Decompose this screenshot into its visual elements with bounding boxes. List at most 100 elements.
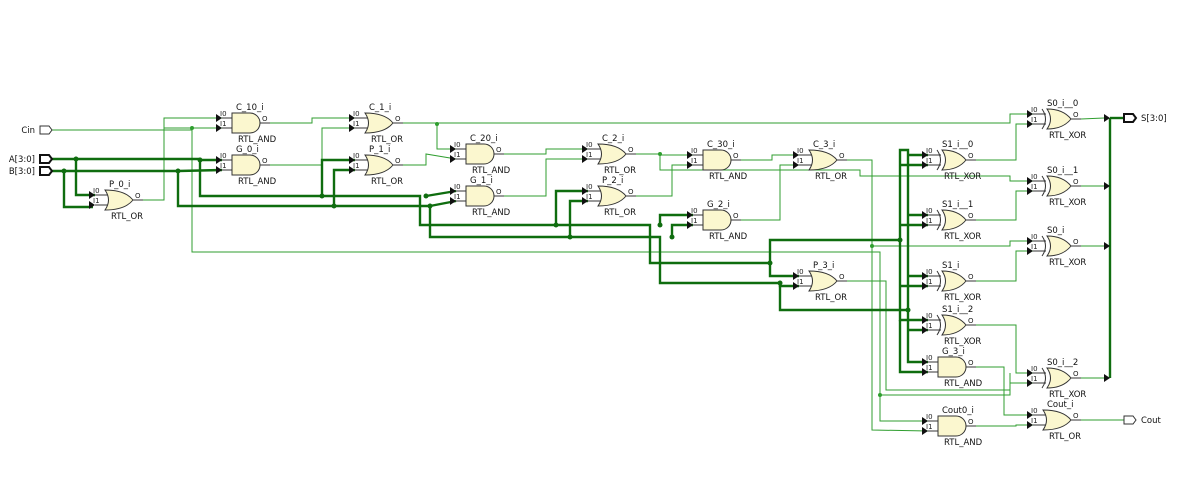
pin-arrow-icon bbox=[450, 155, 456, 163]
wire-net bbox=[741, 154, 799, 161]
xor-gate-body bbox=[941, 270, 967, 292]
pin-label-o: O bbox=[1073, 111, 1079, 119]
xor-input-arc bbox=[936, 270, 941, 292]
net-junction bbox=[658, 152, 662, 156]
pin-arrow-icon bbox=[1027, 379, 1033, 387]
gate-instance-name: G_0_i bbox=[236, 145, 259, 155]
net-junction bbox=[567, 234, 573, 240]
xor-input-arc bbox=[1041, 367, 1046, 389]
pin-arrow-icon bbox=[922, 282, 928, 290]
pin-label-i1: I1 bbox=[1031, 417, 1038, 425]
pin-arrow-icon bbox=[793, 151, 799, 159]
pin-label-i1: I1 bbox=[1031, 243, 1038, 251]
pin-arrow-icon bbox=[922, 272, 928, 280]
gate-type-label: RTL_OR bbox=[1049, 432, 1081, 442]
gate-type-label: RTL_AND bbox=[709, 172, 748, 182]
pin-label-i0: I0 bbox=[220, 152, 227, 160]
gate-type-label: RTL_AND bbox=[944, 438, 983, 448]
wire-net bbox=[976, 190, 1033, 221]
pin-label-i0: I0 bbox=[797, 268, 804, 276]
pin-label-i1: I1 bbox=[797, 278, 804, 286]
port-cin[interactable]: Cin bbox=[21, 125, 53, 136]
port-label: B[3:0] bbox=[9, 167, 35, 177]
pin-label-i0: I0 bbox=[926, 207, 933, 215]
gate-instance-name: P_2_i bbox=[602, 176, 623, 186]
pin-label-i0: I0 bbox=[926, 354, 933, 362]
pin-label-i0: I0 bbox=[1031, 106, 1038, 114]
gate-type-label: RTL_XOR bbox=[944, 232, 981, 242]
pin-label-i0: I0 bbox=[454, 141, 461, 149]
pin-label-i0: I0 bbox=[797, 147, 804, 155]
bus-net bbox=[74, 159, 95, 197]
pin-arrow-icon bbox=[922, 151, 928, 159]
pin-label-i1: I1 bbox=[926, 322, 933, 330]
pin-arrow-icon bbox=[687, 151, 693, 159]
bus-layer bbox=[52, 114, 1124, 382]
port-s[interactable]: S[3:0] bbox=[1123, 113, 1167, 124]
gate-type-label: RTL_AND bbox=[238, 135, 277, 145]
port-a[interactable]: A[3:0] bbox=[9, 154, 54, 165]
pin-arrow-icon bbox=[349, 166, 355, 174]
pin-arrow-icon bbox=[793, 161, 799, 169]
pin-arrow-icon bbox=[349, 124, 355, 132]
pin-label-o: O bbox=[395, 115, 401, 123]
bus-net bbox=[177, 168, 223, 173]
gate-type-label: RTL_AND bbox=[709, 232, 748, 242]
port-cout[interactable]: Cout bbox=[1123, 415, 1162, 426]
bus-net bbox=[554, 189, 588, 225]
gate-instance-name: C_1_i bbox=[369, 103, 391, 113]
pin-arrow-icon bbox=[922, 417, 928, 425]
xor-gate-body bbox=[941, 314, 967, 336]
xor-gate-body bbox=[1046, 108, 1072, 130]
pin-label-i1: I1 bbox=[926, 364, 933, 372]
gate-instance-name: S0_i__0 bbox=[1047, 99, 1078, 109]
pin-label-i0: I0 bbox=[1031, 173, 1038, 181]
net-junction bbox=[423, 193, 429, 199]
bus-net bbox=[898, 320, 928, 374]
wire-net bbox=[504, 158, 588, 197]
bus-net bbox=[62, 171, 93, 209]
pin-label-o: O bbox=[1073, 412, 1079, 420]
wire-layer bbox=[52, 113, 1124, 432]
gate-type-label: RTL_OR bbox=[604, 166, 636, 176]
wire-net bbox=[143, 127, 192, 201]
pin-label-i0: I0 bbox=[926, 147, 933, 155]
or-gate-body bbox=[597, 143, 627, 165]
pin-arrow-icon bbox=[922, 368, 928, 376]
wire-net bbox=[976, 324, 1033, 374]
gate-type-label: RTL_AND bbox=[238, 177, 277, 187]
pin-label-o: O bbox=[628, 188, 634, 196]
wire-net bbox=[636, 153, 693, 156]
pin-label-i1: I1 bbox=[926, 157, 933, 165]
gate-type-label: RTL_OR bbox=[371, 177, 403, 187]
pin-arrow-icon bbox=[450, 187, 456, 195]
port-b[interactable]: B[3:0] bbox=[9, 166, 54, 177]
net-junction bbox=[319, 193, 325, 199]
gate-instance-name: Cout0_i bbox=[942, 406, 974, 416]
bus-net bbox=[320, 158, 355, 196]
